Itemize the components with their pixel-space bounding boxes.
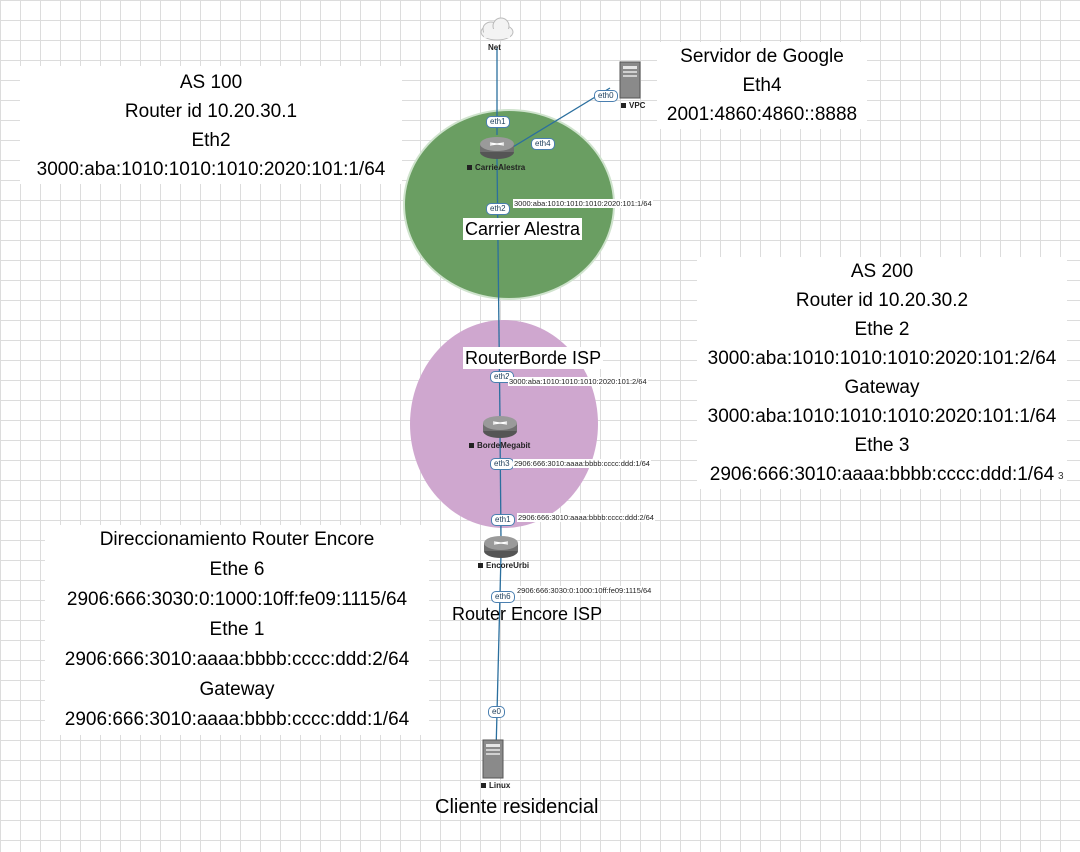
vpc-node-name: VPC [621, 101, 645, 110]
encore-urbi-name: EncoreUrbi [478, 561, 529, 570]
borde-megabit-router[interactable] [481, 412, 519, 440]
link-carrier-vpc [507, 87, 611, 151]
encore-interface-1: Ethe 1 [209, 619, 265, 640]
router-icon [484, 536, 518, 558]
addr-encore-eth6: 2906:666:3030:0:1000:10ff:fe09:1115/64 [516, 586, 653, 595]
port-vpc-eth0[interactable]: eth0 [594, 90, 618, 102]
as200-interface-2: Ethe 2 [854, 319, 910, 340]
google-server-title: Servidor de Google [680, 46, 844, 67]
server-icon [482, 739, 504, 779]
port-carrier-eth4[interactable]: eth4 [531, 138, 555, 150]
carrie-alestra-label: CarrieAlestra [475, 163, 526, 172]
borde-megabit-label: BordeMegabit [477, 441, 531, 450]
as200-title: AS 200 [850, 261, 914, 282]
as100-info-box: AS 100 Router id 10.20.30.1 Eth2 3000:ab… [20, 66, 402, 184]
as200-info-box: AS 200 Router id 10.20.30.2 Ethe 2 3000:… [697, 257, 1067, 489]
link-encore-linux [495, 554, 502, 753]
carrier-alestra-label: Carrier Alestra [463, 218, 583, 240]
as200-address-3: 2906:666:3010:aaaa:bbbb:cccc:ddd:1/64 [709, 464, 1055, 485]
net-node-name: Net [488, 43, 501, 52]
google-server-interface: Eth4 [742, 75, 782, 96]
encore-interface-6: Ethe 6 [209, 559, 265, 580]
encore-urbi-router[interactable] [482, 532, 520, 560]
port-encore-eth1[interactable]: eth1 [491, 514, 515, 526]
as100-interface: Eth2 [191, 130, 231, 151]
as200-gateway-address: 3000:aba:1010:1010:1010:2020:101:1/64 [707, 406, 1057, 427]
as200-address-2: 3000:aba:1010:1010:1010:2020:101:2/64 [707, 348, 1057, 369]
addr-borde-eth3: 2906:666:3010:aaaa:bbbb:cccc:ddd:1/64 [513, 459, 651, 468]
addr-borde-eth2: 3000:aba:1010:1010:1010:2020:101:2/64 [508, 377, 648, 386]
encore-gateway-label: Gateway [199, 679, 275, 700]
encore-title: Direccionamiento Router Encore [99, 529, 375, 550]
port-borde-eth3[interactable]: eth3 [490, 458, 514, 470]
as200-interface-3: Ethe 3 [854, 435, 910, 456]
port-borde-eth2[interactable]: eth2 [490, 371, 514, 383]
router-borde-label: RouterBorde ISP [463, 347, 604, 369]
as100-title: AS 100 [179, 72, 243, 93]
client-residential-label: Cliente residencial [435, 796, 599, 818]
google-server-address: 2001:4860:4860::8888 [666, 104, 858, 125]
net-node[interactable]: Net [474, 14, 520, 52]
addr-encore-eth1: 2906:666:3010:aaaa:bbbb:cccc:ddd:2/64 [517, 513, 655, 522]
as200-gateway-label: Gateway [844, 377, 920, 398]
port-encore-eth6[interactable]: eth6 [491, 591, 515, 603]
encore-address-1: 2906:666:3010:aaaa:bbbb:cccc:ddd:2/64 [64, 649, 410, 670]
as200-router-id: Router id 10.20.30.2 [795, 290, 969, 311]
cloud-icon [480, 17, 514, 41]
encore-gateway-address: 2906:666:3010:aaaa:bbbb:cccc:ddd:1/64 [64, 709, 410, 730]
router-icon [480, 137, 514, 159]
vpc-node[interactable]: VPC [616, 60, 645, 110]
addr-carrier-eth2: 3000:aba:1010:1010:1010:2020:101:1/64 [513, 199, 653, 208]
port-carrier-eth2[interactable]: eth2 [486, 203, 510, 215]
linux-node-name: Linux [481, 781, 510, 790]
carrie-alestra-name: CarrieAlestra [467, 163, 525, 172]
router-icon [483, 416, 517, 438]
linux-node[interactable] [479, 738, 507, 780]
port-linux-e0[interactable]: e0 [488, 706, 505, 718]
encore-info-box: Direccionamiento Router Encore Ethe 6 29… [45, 525, 429, 735]
encore-address-6: 2906:666:3030:0:1000:10ff:fe09:1115/64 [66, 589, 408, 610]
linux-node-label: Linux [489, 781, 511, 790]
encore-urbi-label: EncoreUrbi [486, 561, 530, 570]
server-icon [619, 61, 641, 99]
as100-router-id: Router id 10.20.30.1 [124, 101, 298, 122]
vpc-node-label: VPC [629, 101, 646, 110]
as100-address: 3000:aba:1010:1010:1010:2020:101:1/64 [36, 159, 386, 180]
google-server-info-box: Servidor de Google Eth4 2001:4860:4860::… [657, 42, 867, 129]
carrie-alestra-router[interactable] [478, 133, 516, 161]
port-carrier-eth1[interactable]: eth1 [486, 116, 510, 128]
router-encore-label: Router Encore ISP [452, 604, 603, 624]
borde-megabit-name: BordeMegabit [469, 441, 530, 450]
corner-marker: 3 [1058, 471, 1064, 482]
